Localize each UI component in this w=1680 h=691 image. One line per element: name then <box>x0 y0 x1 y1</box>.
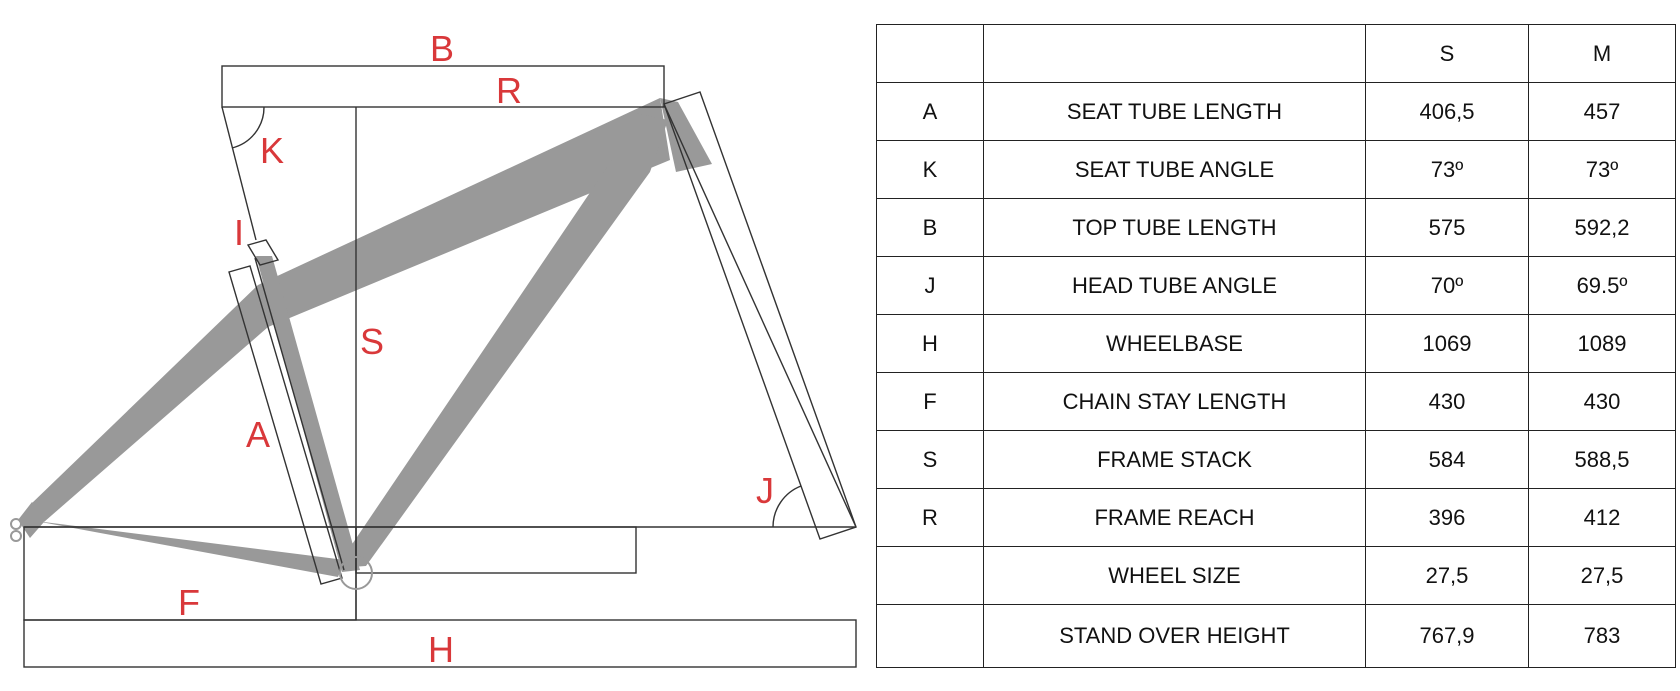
row-value-m: 430 <box>1528 372 1676 431</box>
row-value-m: 69.5º <box>1528 256 1676 315</box>
wheelbase-box <box>23 619 857 668</box>
seat-tube-length-box <box>228 265 343 585</box>
label-f: F <box>178 582 200 623</box>
chain-stay <box>30 520 345 577</box>
label-h: H <box>428 629 454 670</box>
down-tube <box>336 112 668 568</box>
row-value-s: 396 <box>1365 488 1529 547</box>
row-value-m: 27,5 <box>1528 546 1676 605</box>
label-r: R <box>496 70 522 111</box>
table-header-row: S M <box>876 24 1676 83</box>
table-row: S FRAME STACK 584 588,5 <box>876 430 1676 489</box>
row-value-m: 1089 <box>1528 314 1676 373</box>
row-code: B <box>876 198 984 257</box>
row-value-s: 73º <box>1365 140 1529 199</box>
table-row: STAND OVER HEIGHT 767,9 783 <box>876 604 1676 668</box>
label-j: J <box>756 470 774 511</box>
seat-angle-line <box>221 106 257 241</box>
row-value-s: 406,5 <box>1365 82 1529 141</box>
label-k: K <box>260 130 284 171</box>
diagram-labels: B R K I S A J F H <box>178 28 774 670</box>
table-row: WHEEL SIZE 27,5 27,5 <box>876 546 1676 605</box>
label-i: I <box>234 212 244 253</box>
table-row: F CHAIN STAY LENGTH 430 430 <box>876 372 1676 431</box>
row-name: HEAD TUBE ANGLE <box>983 256 1366 315</box>
label-a: A <box>246 414 270 455</box>
row-code <box>876 546 984 605</box>
top-box-i <box>246 239 280 266</box>
row-value-m: 588,5 <box>1528 430 1676 489</box>
bike-frame-diagram: B R K I S A J F H <box>10 28 857 670</box>
row-name: WHEEL SIZE <box>983 546 1366 605</box>
row-value-m: 412 <box>1528 488 1676 547</box>
row-value-s: 767,9 <box>1365 604 1529 668</box>
label-b: B <box>430 28 454 69</box>
table-row: R FRAME REACH 396 412 <box>876 488 1676 547</box>
row-name: CHAIN STAY LENGTH <box>983 372 1366 431</box>
row-name: FRAME STACK <box>983 430 1366 489</box>
row-name: FRAME REACH <box>983 488 1366 547</box>
row-name: STAND OVER HEIGHT <box>983 604 1366 668</box>
row-code: R <box>876 488 984 547</box>
row-value-s: 584 <box>1365 430 1529 489</box>
table-row: A SEAT TUBE LENGTH 406,5 457 <box>876 82 1676 141</box>
row-name: SEAT TUBE ANGLE <box>983 140 1366 199</box>
head-tube-axis <box>663 103 857 528</box>
row-code: A <box>876 82 984 141</box>
row-code: K <box>876 140 984 199</box>
row-code: J <box>876 256 984 315</box>
row-value-s: 575 <box>1365 198 1529 257</box>
dropout-hole <box>10 530 22 542</box>
seat-tube-axis <box>254 257 345 571</box>
row-code <box>876 604 984 668</box>
measurement-lines <box>23 65 857 668</box>
geometry-table: S M A SEAT TUBE LENGTH 406,5 457 K SEAT … <box>876 24 1676 668</box>
row-value-s: 70º <box>1365 256 1529 315</box>
row-value-m: 592,2 <box>1528 198 1676 257</box>
bb-drop-box <box>355 526 637 574</box>
row-code: H <box>876 314 984 373</box>
header-cell <box>983 24 1366 83</box>
row-value-m: 457 <box>1528 82 1676 141</box>
row-value-m: 73º <box>1528 140 1676 199</box>
header-size-s: S <box>1365 24 1529 83</box>
header-size-m: M <box>1528 24 1676 83</box>
row-value-s: 1069 <box>1365 314 1529 373</box>
row-name: TOP TUBE LENGTH <box>983 198 1366 257</box>
row-value-s: 430 <box>1365 372 1529 431</box>
label-s: S <box>360 321 384 362</box>
bottom-bracket <box>339 556 373 590</box>
row-name: WHEELBASE <box>983 314 1366 373</box>
seat-tube <box>256 256 360 572</box>
top-tube-length-box <box>221 65 665 108</box>
row-value-m: 783 <box>1528 604 1676 668</box>
row-name: SEAT TUBE LENGTH <box>983 82 1366 141</box>
table-row: J HEAD TUBE ANGLE 70º 69.5º <box>876 256 1676 315</box>
header-cell <box>876 24 984 83</box>
table-row: B TOP TUBE LENGTH 575 592,2 <box>876 198 1676 257</box>
table-row: H WHEELBASE 1069 1089 <box>876 314 1676 373</box>
dropout-hole <box>10 518 22 530</box>
row-code: S <box>876 430 984 489</box>
top-tube <box>30 98 670 522</box>
row-code: F <box>876 372 984 431</box>
row-value-s: 27,5 <box>1365 546 1529 605</box>
head-tube <box>660 98 712 172</box>
table-row: K SEAT TUBE ANGLE 73º 73º <box>876 140 1676 199</box>
seat-angle-arc <box>231 106 265 149</box>
head-angle-arc <box>772 485 802 528</box>
